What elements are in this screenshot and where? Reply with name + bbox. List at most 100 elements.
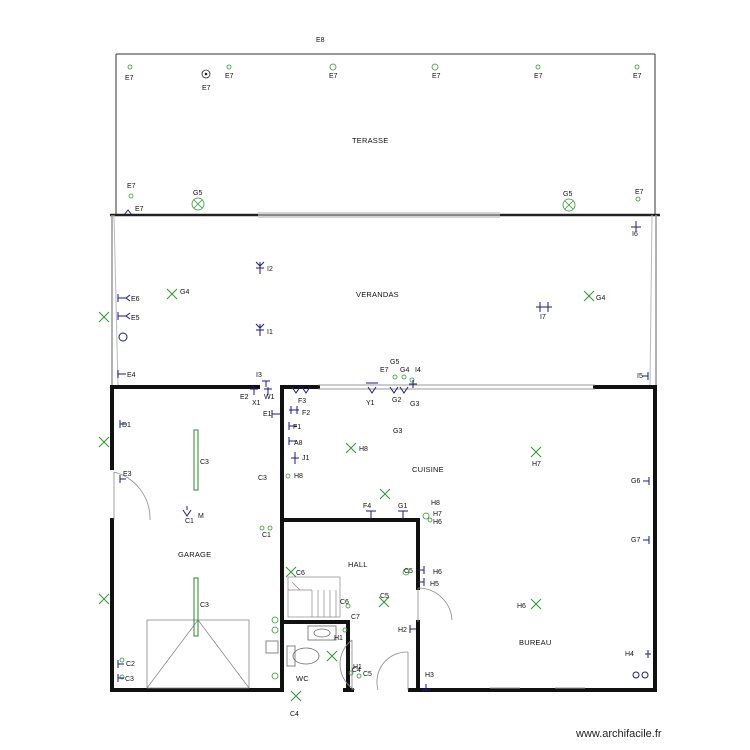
label-c7: C7	[351, 614, 360, 621]
label-c4: C4	[290, 711, 299, 718]
label-e6: E6	[131, 296, 140, 303]
doors	[113, 471, 453, 691]
label-h1: H1	[353, 664, 362, 671]
label-f2: F2	[302, 410, 310, 417]
symbol-labels: E8 E7 E7 E7 E7 E7 E7 E7 E7 E7 E7 E7 G5 G…	[122, 37, 644, 718]
label-c6: C6	[296, 570, 305, 577]
room-label-cuisine: CUISINE	[412, 465, 444, 474]
room-labels: TERASSE VERANDAS GARAGE CUISINE HALL BUR…	[178, 136, 551, 683]
label-i7: I7	[540, 314, 546, 321]
label-e8: E8	[316, 37, 325, 44]
label-h5: H5	[430, 581, 439, 588]
svg-text:M: M	[198, 513, 204, 520]
label-j1: J1	[302, 455, 310, 462]
label-y1: Y1	[366, 400, 375, 407]
label-h6: H6	[433, 569, 442, 576]
label-h6: H6	[433, 519, 442, 526]
veranda-outline	[110, 212, 660, 388]
label-e7: E7	[202, 85, 211, 92]
label-e7: E7	[635, 189, 644, 196]
label-c1: C1	[185, 518, 194, 525]
label-e1: E1	[263, 411, 272, 418]
label-c3: C3	[258, 475, 267, 482]
room-label-bureau: BUREAU	[519, 638, 551, 647]
label-a8: A8	[294, 440, 303, 447]
label-c5: C5	[404, 568, 413, 575]
label-f1: F1	[293, 424, 301, 431]
label-i1: I1	[267, 329, 273, 336]
label-c3: C3	[125, 676, 134, 683]
label-d1: D1	[122, 422, 131, 429]
room-label-hall: HALL	[348, 560, 368, 569]
label-e7: E7	[380, 367, 389, 374]
label-i5: I5	[637, 373, 643, 380]
label-i4: I4	[415, 367, 421, 374]
room-label-verandas: VERANDAS	[356, 290, 399, 299]
label-e7: E7	[125, 75, 134, 82]
label-e7: E7	[127, 183, 136, 190]
label-c1: C1	[262, 532, 271, 539]
label-e7: E7	[534, 73, 543, 80]
label-g4: G4	[180, 289, 189, 296]
watermark: www.archifacile.fr	[576, 728, 662, 740]
label-f3: F3	[298, 398, 306, 405]
label-f4: F4	[363, 503, 371, 510]
label-g4: G4	[596, 295, 605, 302]
special-symbols: M	[198, 69, 211, 520]
label-g1: G1	[398, 503, 407, 510]
label-g2: G2	[392, 397, 401, 404]
label-e3: E3	[123, 471, 132, 478]
label-e2: E2	[240, 394, 249, 401]
label-g5: G5	[390, 359, 399, 366]
label-h8: H8	[431, 500, 440, 507]
label-x1: X1	[252, 400, 261, 407]
label-g4: G4	[400, 367, 409, 374]
room-label-wc: WC	[296, 674, 309, 683]
house-windows	[318, 384, 595, 689]
label-g5: G5	[563, 191, 572, 198]
label-e7: E7	[432, 73, 441, 80]
label-h6: H6	[517, 603, 526, 610]
ceiling-light-points	[98, 288, 595, 702]
label-i2: I2	[267, 266, 273, 273]
label-i6: I6	[632, 231, 638, 238]
label-c5: C5	[363, 671, 372, 678]
label-e7: E7	[329, 73, 338, 80]
label-g7: G7	[631, 537, 640, 544]
terrace-outline	[115, 53, 656, 215]
label-e5: E5	[131, 315, 140, 322]
label-c6: C6	[340, 599, 349, 606]
tube-lights	[193, 429, 199, 637]
label-c3: C3	[200, 602, 209, 609]
label-i3: I3	[256, 372, 262, 379]
label-g3: G3	[410, 401, 419, 408]
label-e7: E7	[633, 73, 642, 80]
label-h2: H2	[398, 627, 407, 634]
label-h4: H4	[625, 651, 634, 658]
label-g3: G3	[393, 428, 402, 435]
label-h8: H8	[359, 446, 368, 453]
label-g5: G5	[193, 190, 202, 197]
label-e7: E7	[135, 206, 144, 213]
electrical-outlets	[117, 209, 651, 691]
staircase	[287, 576, 341, 618]
outdoor-lights	[119, 63, 641, 680]
label-h7: H7	[532, 461, 541, 468]
label-c4: C4	[352, 667, 361, 674]
label-h8: H8	[294, 473, 303, 480]
room-label-garage: GARAGE	[178, 550, 211, 559]
label-w1: W1	[264, 394, 275, 401]
room-label-terasse: TERASSE	[352, 136, 388, 145]
label-c2: C2	[126, 661, 135, 668]
label-g6: G6	[631, 478, 640, 485]
label-h7: H7	[433, 511, 442, 518]
label-h3: H3	[425, 672, 434, 679]
label-e4: E4	[127, 372, 136, 379]
label-e7: E7	[225, 73, 234, 80]
label-c5: C5	[380, 593, 389, 600]
label-c3: C3	[200, 459, 209, 466]
label-h1: H1	[334, 635, 343, 642]
house-walls	[110, 385, 657, 692]
wc-fixtures	[265, 625, 337, 667]
